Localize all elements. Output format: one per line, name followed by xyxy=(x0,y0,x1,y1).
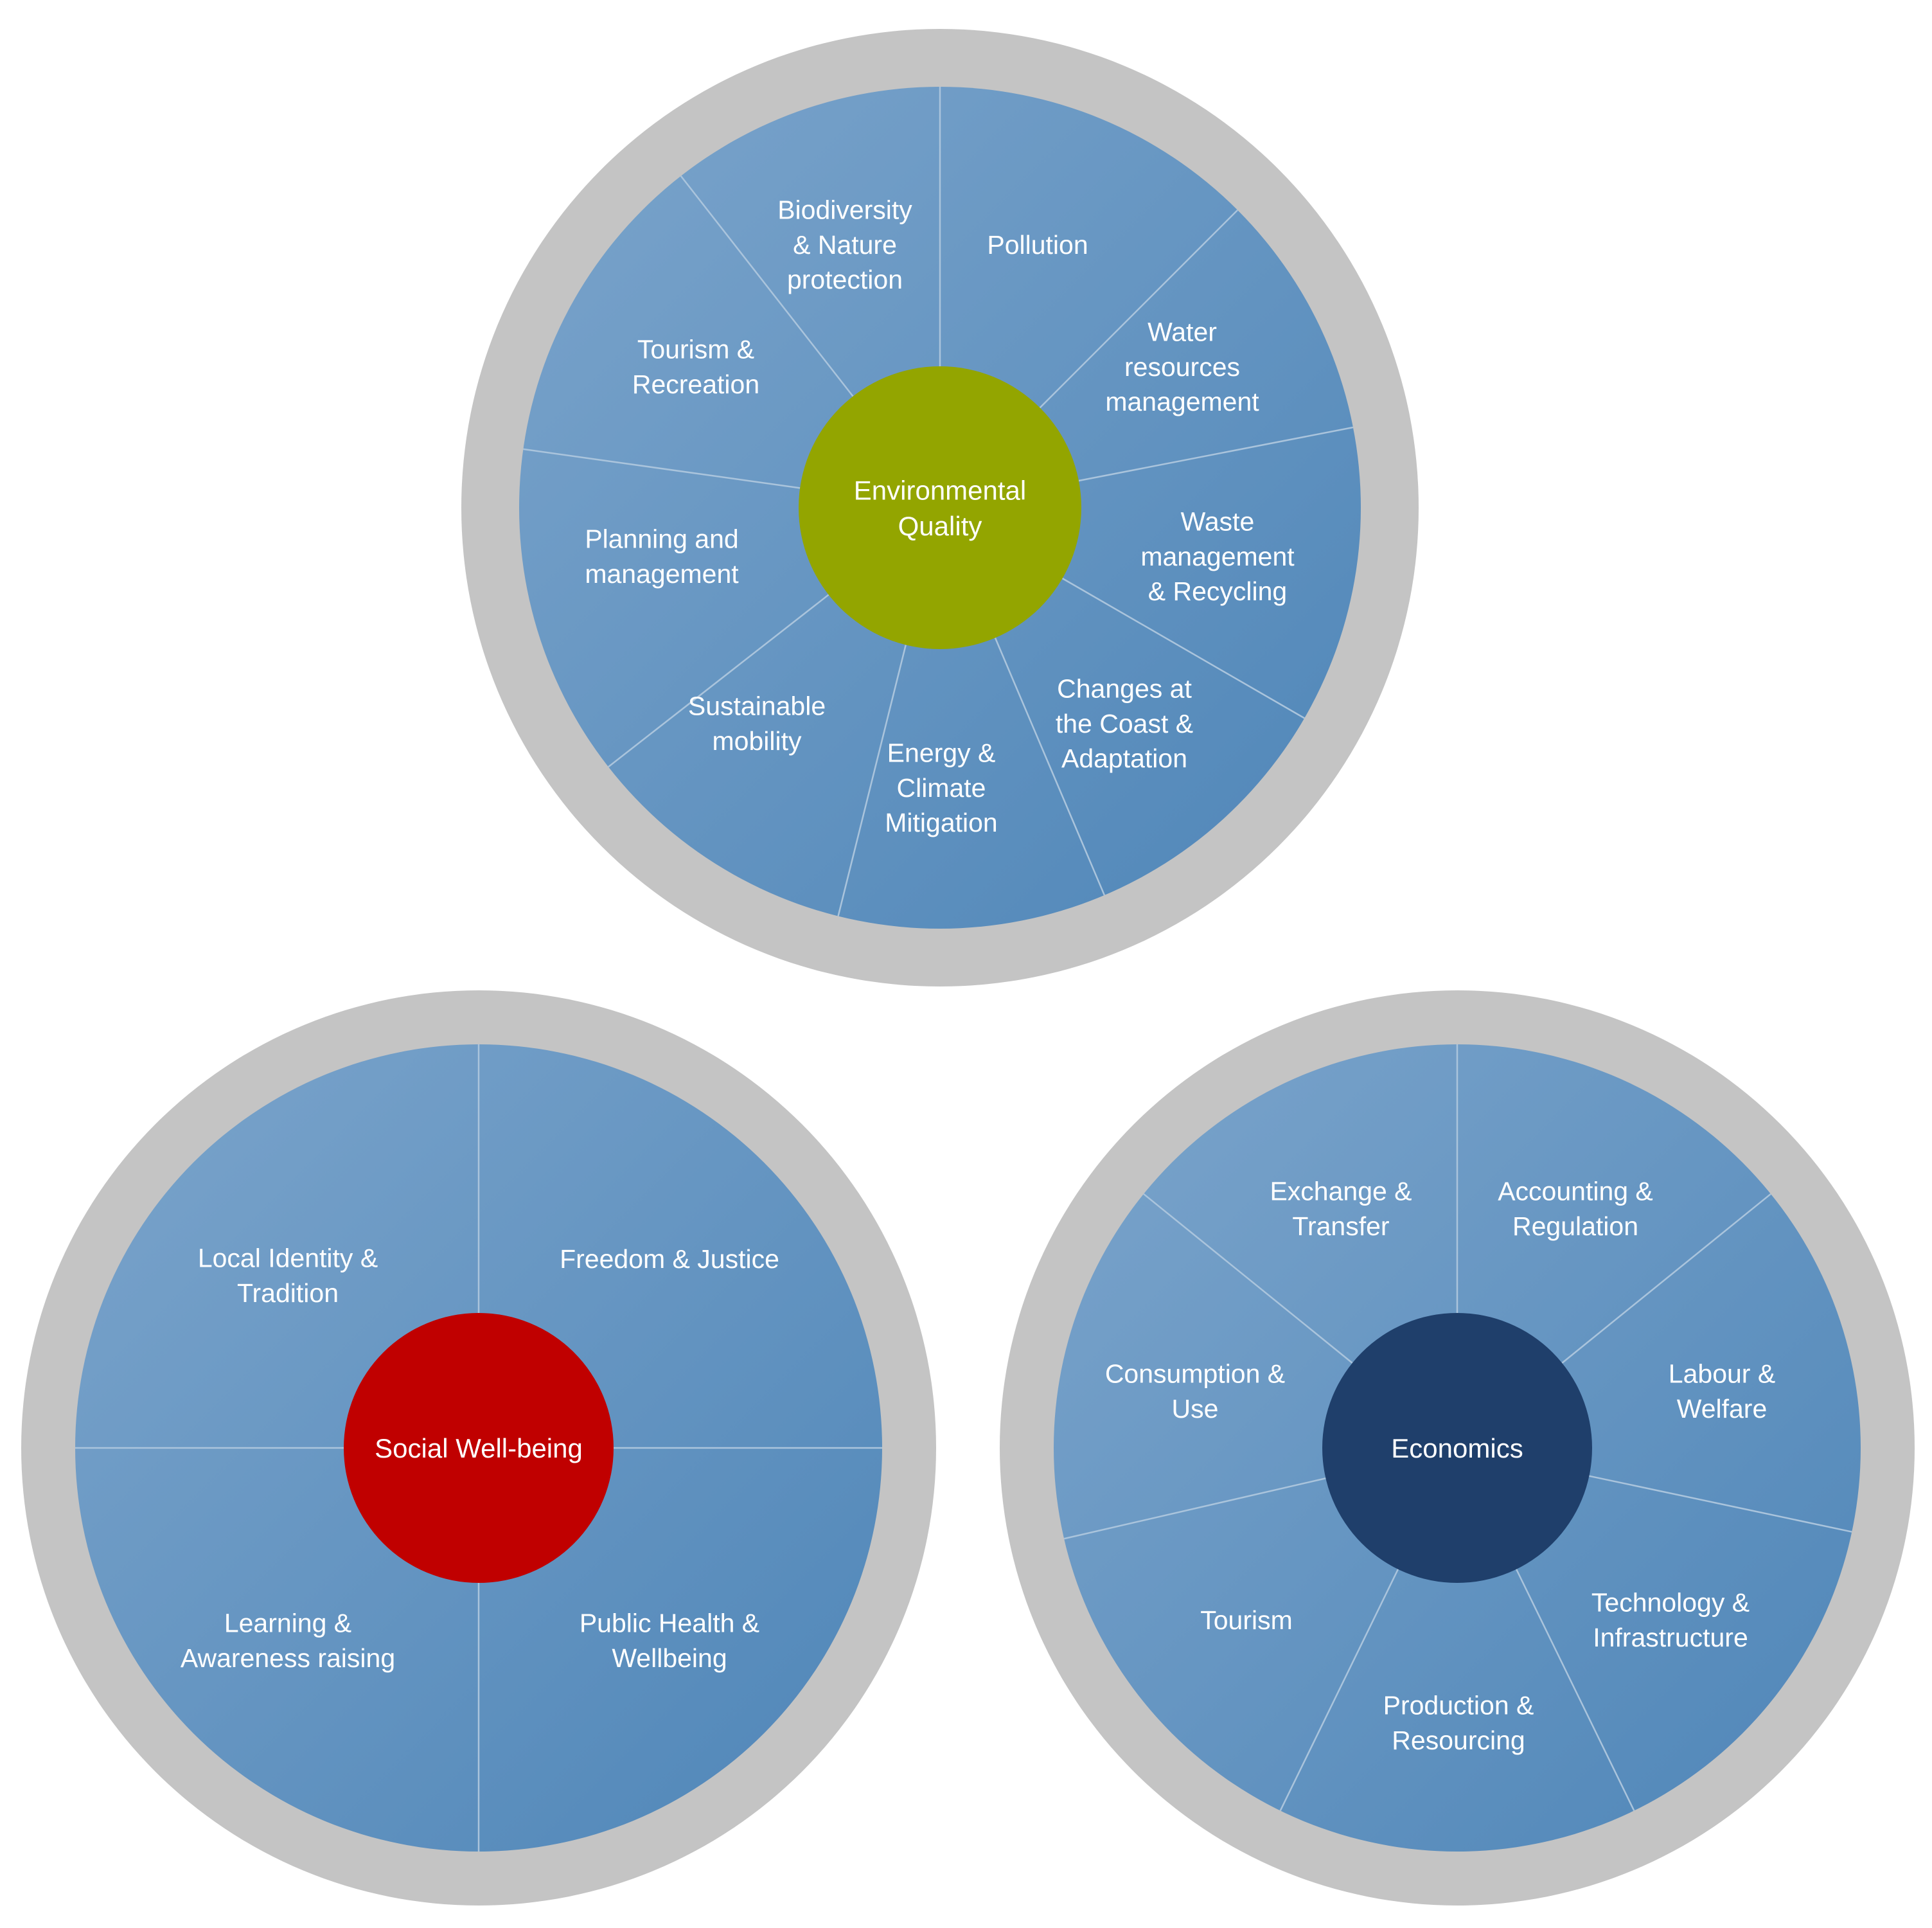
environmental-quality-segment-label: Tourism &Recreation xyxy=(632,335,759,399)
social-well-being-hub-label: Social Well-being xyxy=(375,1433,583,1463)
environmental-quality-divider xyxy=(608,594,829,768)
economics-segment-label: Exchange &Transfer xyxy=(1270,1177,1412,1241)
economics-segment-label: Production &Resourcing xyxy=(1383,1691,1534,1755)
economics-segment-label: Tourism xyxy=(1200,1605,1293,1635)
economics-segment-label: Technology &Infrastructure xyxy=(1591,1588,1750,1652)
economics-hub xyxy=(1322,1313,1592,1583)
economics-segment-label: Labour &Welfare xyxy=(1669,1359,1775,1424)
economics-divider xyxy=(1143,1193,1353,1364)
economics-segment-label: Consumption &Use xyxy=(1105,1359,1285,1424)
social-well-being-hub xyxy=(344,1313,614,1583)
environmental-quality-divider xyxy=(837,645,907,916)
environmental-quality-divider xyxy=(1061,577,1305,719)
economics-hub-label: Economics xyxy=(1391,1433,1523,1463)
environmental-quality-divider xyxy=(994,638,1106,896)
environmental-quality-segment-label: Pollution xyxy=(987,230,1088,260)
social-well-being-segment-label: Learning &Awareness raising xyxy=(181,1609,395,1673)
economics-divider xyxy=(1515,1569,1635,1811)
environmental-quality-divider xyxy=(1039,209,1239,409)
environmental-quality-divider xyxy=(523,448,801,489)
economics-segment-label: Accounting &Regulation xyxy=(1498,1177,1653,1241)
economics-divider xyxy=(1561,1193,1771,1364)
environmental-quality-divider xyxy=(1078,426,1354,482)
social-well-being-segment-label: Public Health &Wellbeing xyxy=(580,1609,759,1673)
social-well-being-segment-label: Freedom & Justice xyxy=(560,1244,779,1274)
economics-divider xyxy=(1589,1475,1852,1533)
economics-divider xyxy=(1279,1569,1399,1811)
environmental-quality-hub xyxy=(799,366,1081,649)
economics-divider xyxy=(1063,1477,1326,1540)
social-well-being-segment-label: Local Identity &Tradition xyxy=(198,1244,378,1308)
environmental-quality-divider xyxy=(680,175,854,397)
